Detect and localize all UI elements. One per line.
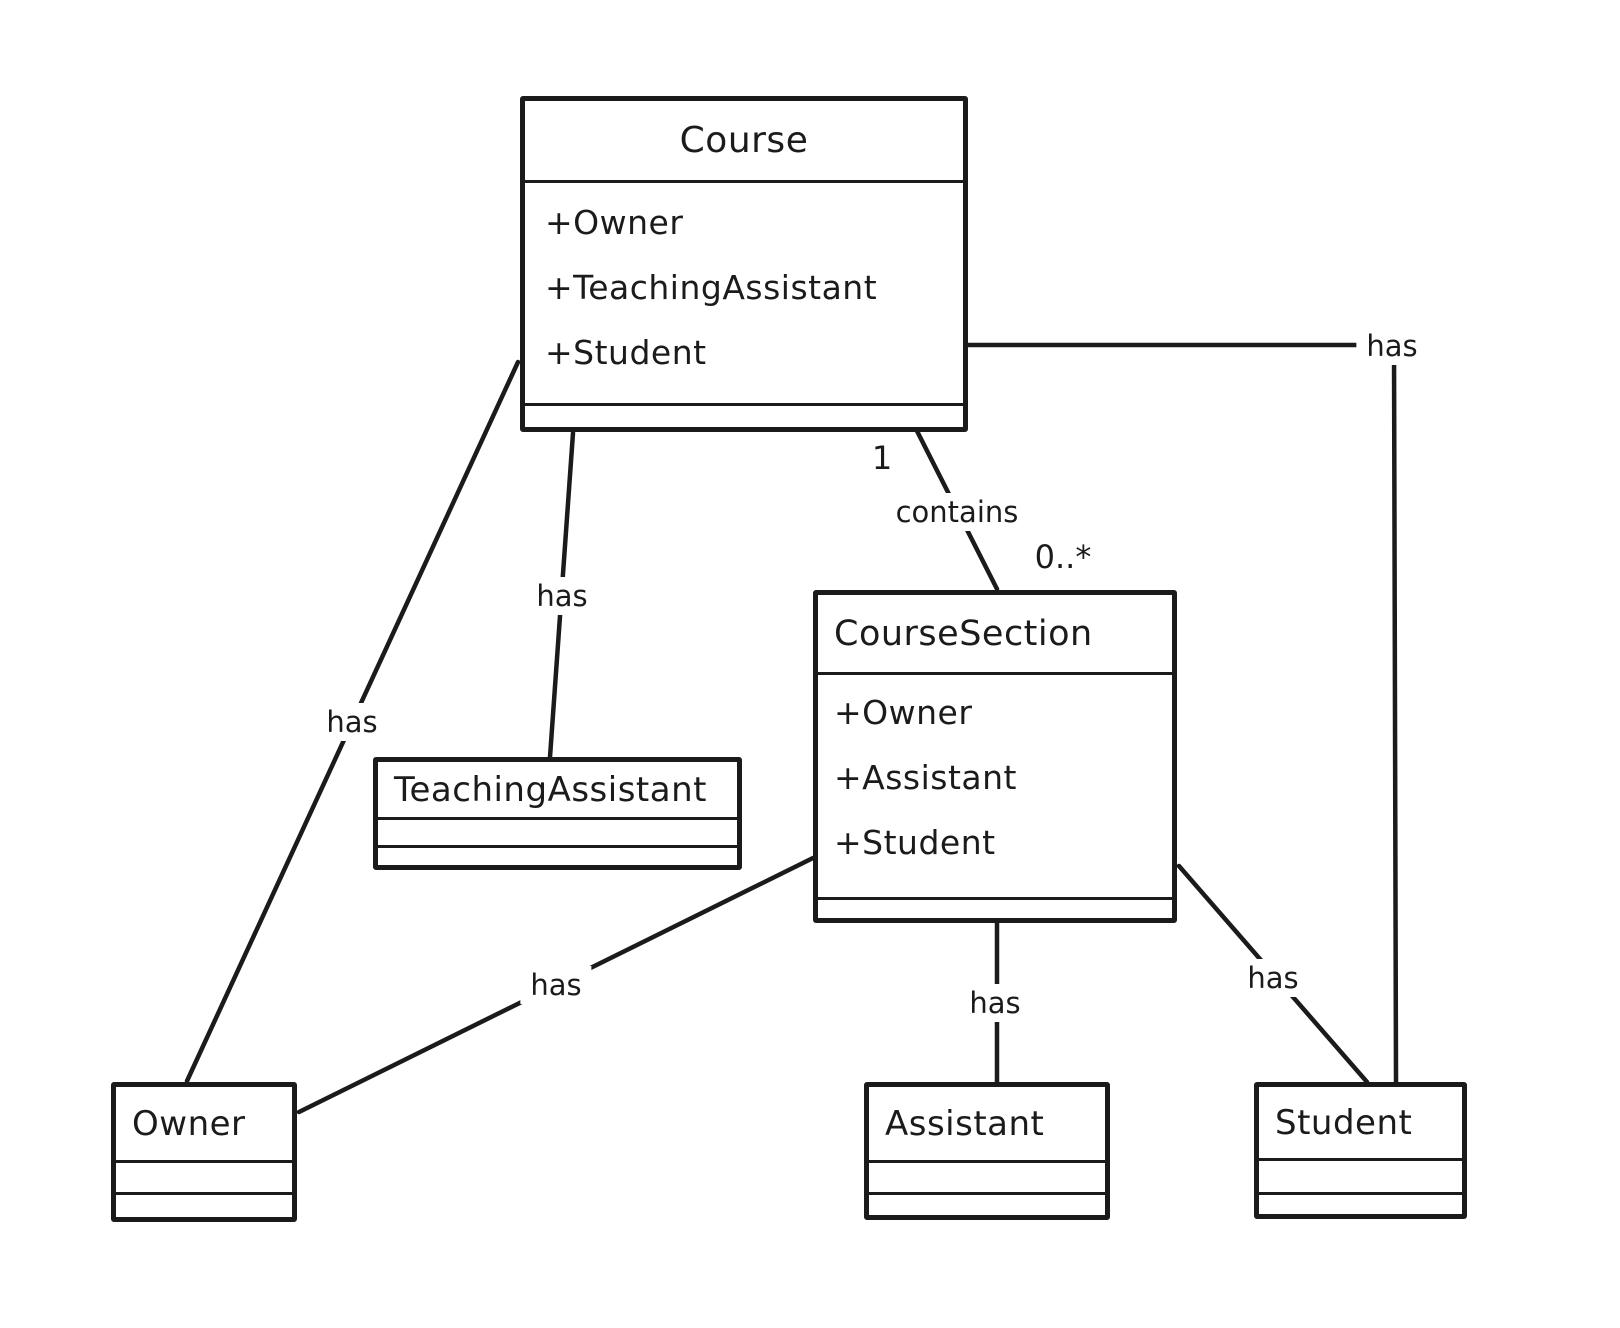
class-box-teaching-assistant: TeachingAssistant	[373, 757, 742, 870]
class-title-owner: Owner	[132, 1103, 246, 1144]
edge-label-course-section-has-student: has	[1237, 959, 1309, 997]
edge-label-course-section-has-owner: has	[520, 966, 592, 1004]
class-attributes-teaching-assistant	[378, 817, 737, 845]
class-title-student: Student	[1275, 1102, 1413, 1143]
attribute-row: +Owner	[834, 693, 973, 732]
attribute-row: +Owner	[545, 203, 684, 242]
attribute-row: +Student	[545, 333, 707, 372]
class-title-course: Course	[525, 101, 963, 183]
class-title-assistant: Assistant	[885, 1103, 1045, 1144]
class-attributes-assistant	[869, 1160, 1105, 1192]
attribute-row: +TeachingAssistant	[545, 268, 878, 307]
multiplicity-label-contains-target: 0..*	[1034, 538, 1092, 576]
class-attributes-student	[1259, 1158, 1462, 1192]
class-methods-course	[525, 403, 963, 427]
class-methods-course-section	[818, 897, 1172, 918]
edge-label-course-has-student: has	[1356, 327, 1428, 365]
class-box-student: Student	[1254, 1082, 1467, 1219]
edge-label-course-has-teaching-assistant: has	[526, 577, 598, 615]
class-methods-student	[1259, 1192, 1462, 1214]
edge-label-course-has-owner: has	[316, 703, 388, 741]
class-methods-owner	[116, 1192, 292, 1217]
class-attributes-course: +Owner +TeachingAssistant +Student	[525, 183, 963, 403]
class-methods-teaching-assistant	[378, 845, 737, 865]
class-attributes-course-section: +Owner +Assistant +Student	[818, 675, 1172, 897]
edge-label-course-section-has-assistant: has	[959, 984, 1031, 1022]
attribute-row: +Student	[834, 823, 996, 862]
class-title-course-section: CourseSection	[818, 595, 1172, 675]
class-box-assistant: Assistant	[864, 1082, 1110, 1220]
class-box-course: Course +Owner +TeachingAssistant +Studen…	[520, 96, 968, 432]
edge-label-course-contains-course-section: contains	[885, 493, 1029, 531]
multiplicity-label-contains-source: 1	[871, 439, 893, 477]
class-box-course-section: CourseSection +Owner +Assistant +Student	[813, 590, 1177, 923]
class-title-teaching-assistant: TeachingAssistant	[394, 769, 707, 810]
class-methods-assistant	[869, 1192, 1105, 1215]
attribute-row: +Assistant	[834, 758, 1017, 797]
class-attributes-owner	[116, 1160, 292, 1192]
class-box-owner: Owner	[111, 1082, 297, 1222]
